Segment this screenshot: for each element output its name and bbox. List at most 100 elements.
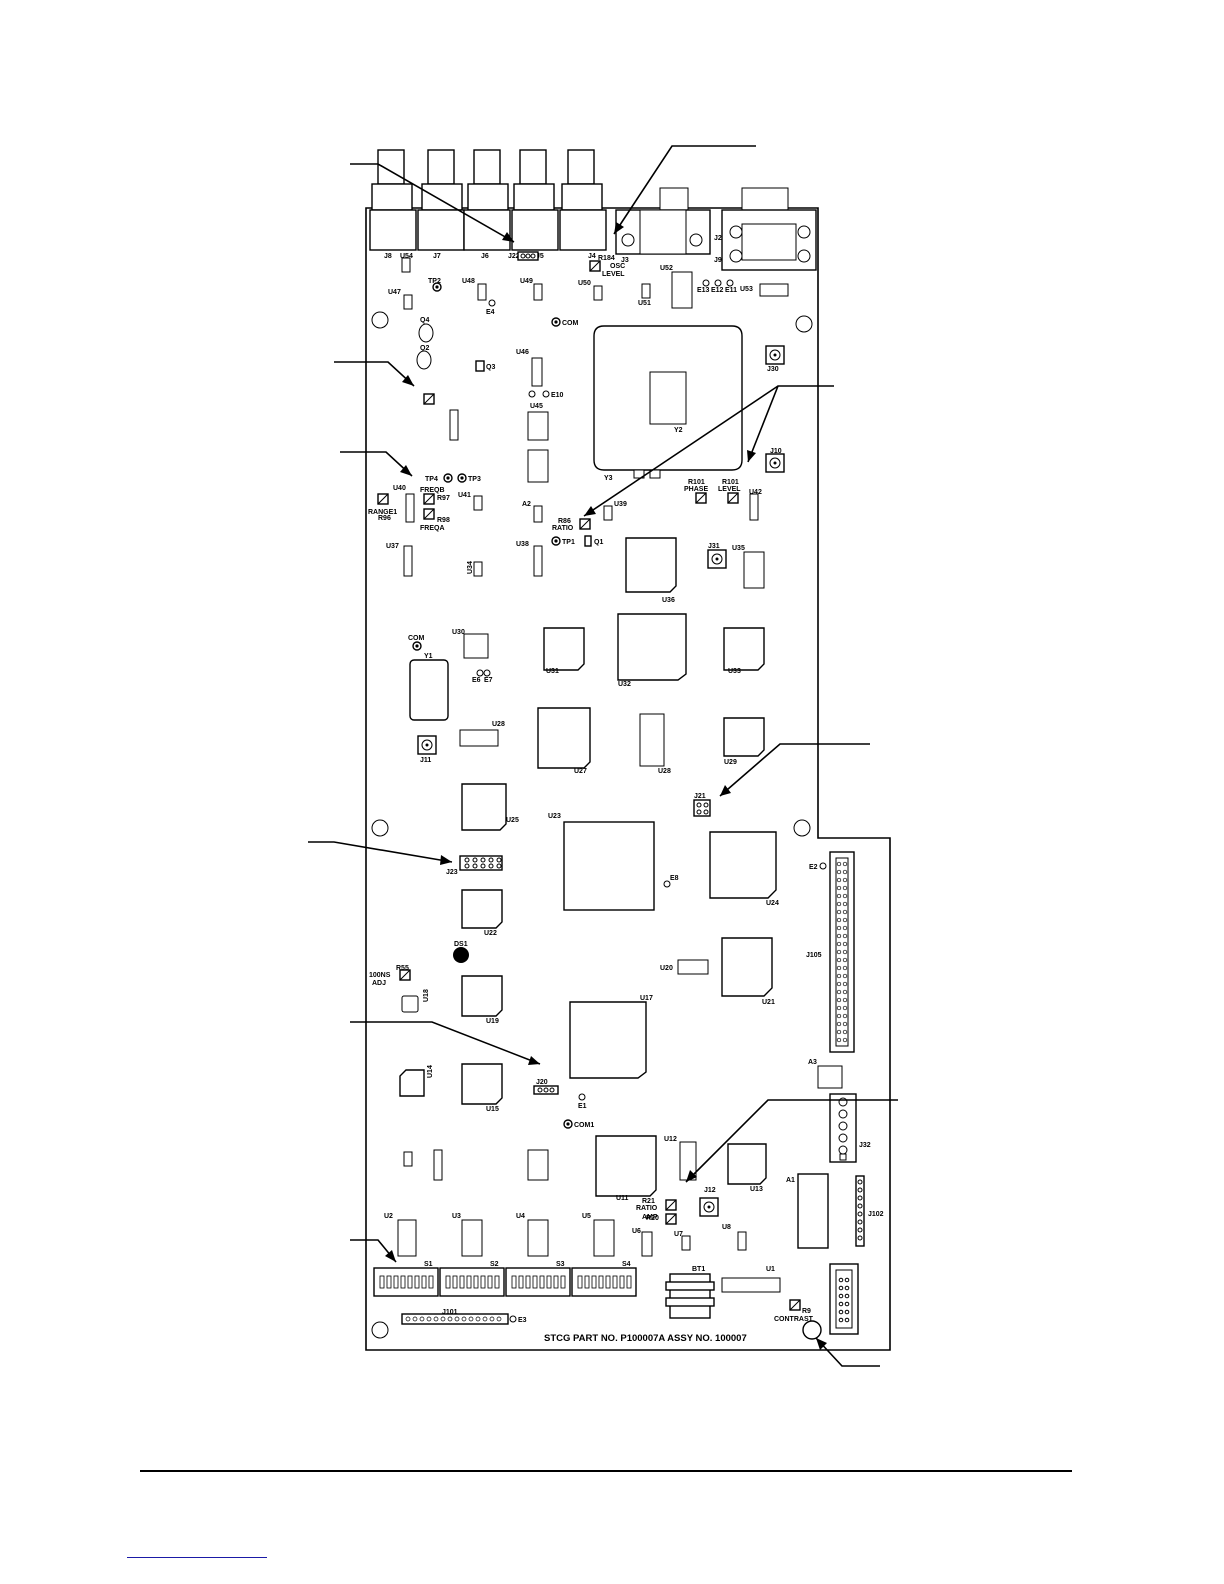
label-J102: J102 <box>868 1211 884 1218</box>
label-J4: J4 <box>588 253 596 260</box>
label-RATIO-21: RATIO <box>636 1205 658 1212</box>
label-DS1: DS1 <box>454 941 468 948</box>
dsub-connector-j3 <box>615 187 711 255</box>
label-OSC: OSC <box>610 263 625 270</box>
label-J8: J8 <box>384 253 392 260</box>
label-U45: U45 <box>530 403 543 410</box>
label-BT1: BT1 <box>692 1266 705 1273</box>
callout-arrows <box>308 145 898 1367</box>
label-COM-mid: COM <box>408 635 425 642</box>
label-U18: U18 <box>423 989 430 1002</box>
footer-rule <box>140 1470 1072 1472</box>
jumper-pads <box>476 279 827 1323</box>
pin-headers <box>459 251 711 1095</box>
label-R98: R98 <box>437 517 450 524</box>
battery-bt1 <box>665 1273 715 1319</box>
label-U46: U46 <box>516 349 529 356</box>
label-R184: R184 <box>598 255 615 262</box>
crystal-labels: Y2 Y3 Y1 <box>424 427 683 660</box>
label-E2: E2 <box>809 864 818 871</box>
label-S3: S3 <box>556 1261 565 1268</box>
label-E6: E6 <box>472 677 481 684</box>
label-U2: U2 <box>384 1213 393 1220</box>
label-J23: J23 <box>446 869 458 876</box>
test-points <box>412 282 573 1129</box>
label-E12: E12 <box>711 287 724 294</box>
label-U14: U14 <box>427 1065 434 1078</box>
label-Q3: Q3 <box>486 364 495 371</box>
label-J12: J12 <box>704 1187 716 1194</box>
label-TP3: TP3 <box>468 476 481 483</box>
label-U32: U32 <box>618 681 631 688</box>
small-parts-top <box>401 257 789 589</box>
label-COM-top: COM <box>562 320 579 327</box>
header-j101 <box>401 1313 509 1325</box>
ic-packages <box>397 537 843 1293</box>
label-R55: R55 <box>396 965 409 972</box>
bnc-connectors <box>369 149 607 251</box>
connector-labels: J8 J7 J6 J5 J4 J22 J3 J2 J9 J30 J10 J31 … <box>384 235 884 1316</box>
label-E4: E4 <box>486 309 495 316</box>
label-U40: U40 <box>393 485 406 492</box>
label-TP2: TP2 <box>428 278 441 285</box>
label-U53: U53 <box>740 286 753 293</box>
label-J105: J105 <box>806 952 822 959</box>
label-U50: U50 <box>578 280 591 287</box>
label-U23: U23 <box>548 813 561 820</box>
label-Y3: Y3 <box>604 475 613 482</box>
misc-labels: A2 A3 A1 DS1 BT1 <box>454 501 817 1273</box>
label-U24: U24 <box>766 900 779 907</box>
jumper-labels: E4 E10 E13 E12 E11 E6 E7 E8 E2 E1 E3 <box>472 287 818 1324</box>
label-J31: J31 <box>708 543 720 550</box>
label-LEVEL-101: LEVEL <box>718 486 741 493</box>
label-U36: U36 <box>662 597 675 604</box>
label-J7: J7 <box>433 253 441 260</box>
label-J22: J22 <box>508 253 520 260</box>
adjustment-pots <box>377 260 801 1311</box>
label-LEVEL-osc: LEVEL <box>602 271 625 278</box>
label-U13: U13 <box>750 1186 763 1193</box>
connector-j102 <box>855 1175 865 1247</box>
label-U22: U22 <box>484 930 497 937</box>
label-TP1: TP1 <box>562 539 575 546</box>
coax-jacks <box>417 345 785 1217</box>
label-U54: U54 <box>400 253 413 260</box>
label-U28-b: U28 <box>658 768 671 775</box>
label-J9: J9 <box>714 257 722 264</box>
label-U27: U27 <box>574 768 587 775</box>
label-Q2: Q2 <box>420 345 429 352</box>
label-J21: J21 <box>694 793 706 800</box>
label-Y2: Y2 <box>674 427 683 434</box>
label-Y1: Y1 <box>424 653 433 660</box>
label-COM1: COM1 <box>574 1122 594 1129</box>
mounting-holes <box>371 311 821 1339</box>
dsub-connector-j2-j9 <box>721 187 817 271</box>
label-U31: U31 <box>546 668 559 675</box>
contrast-knob <box>802 1320 822 1340</box>
label-E1: E1 <box>578 1103 587 1110</box>
label-R101-phase: R101 <box>688 479 705 486</box>
label-S4: S4 <box>622 1261 631 1268</box>
connector-j32 <box>829 1093 857 1163</box>
label-FREQA: FREQA <box>420 525 445 532</box>
label-E11: E11 <box>725 287 737 294</box>
chip-labels: U54 U47 U48 U49 U50 U51 U52 U53 U46 U45 … <box>384 253 779 1273</box>
label-R9: R9 <box>802 1308 811 1315</box>
label-AMP: AMP <box>642 1214 658 1221</box>
label-U11: U11 <box>616 1195 629 1202</box>
label-U12: U12 <box>664 1136 677 1143</box>
label-U8: U8 <box>722 1224 731 1231</box>
label-U29: U29 <box>724 759 737 766</box>
label-R96: R96 <box>378 515 391 522</box>
label-A3: A3 <box>808 1059 817 1066</box>
label-A1: A1 <box>786 1177 795 1184</box>
test-point-labels: TP2 COM TP4 TP3 TP1 COM COM1 <box>408 278 594 1129</box>
label-RANGE1: RANGE1 <box>368 509 397 516</box>
label-U35: U35 <box>732 545 745 552</box>
label-S1: S1 <box>424 1261 433 1268</box>
label-J6: J6 <box>481 253 489 260</box>
label-U15: U15 <box>486 1106 499 1113</box>
switch-labels: S1 S2 S3 S4 <box>424 1261 631 1268</box>
label-J5: J5 <box>536 253 544 260</box>
label-J20: J20 <box>536 1079 548 1086</box>
